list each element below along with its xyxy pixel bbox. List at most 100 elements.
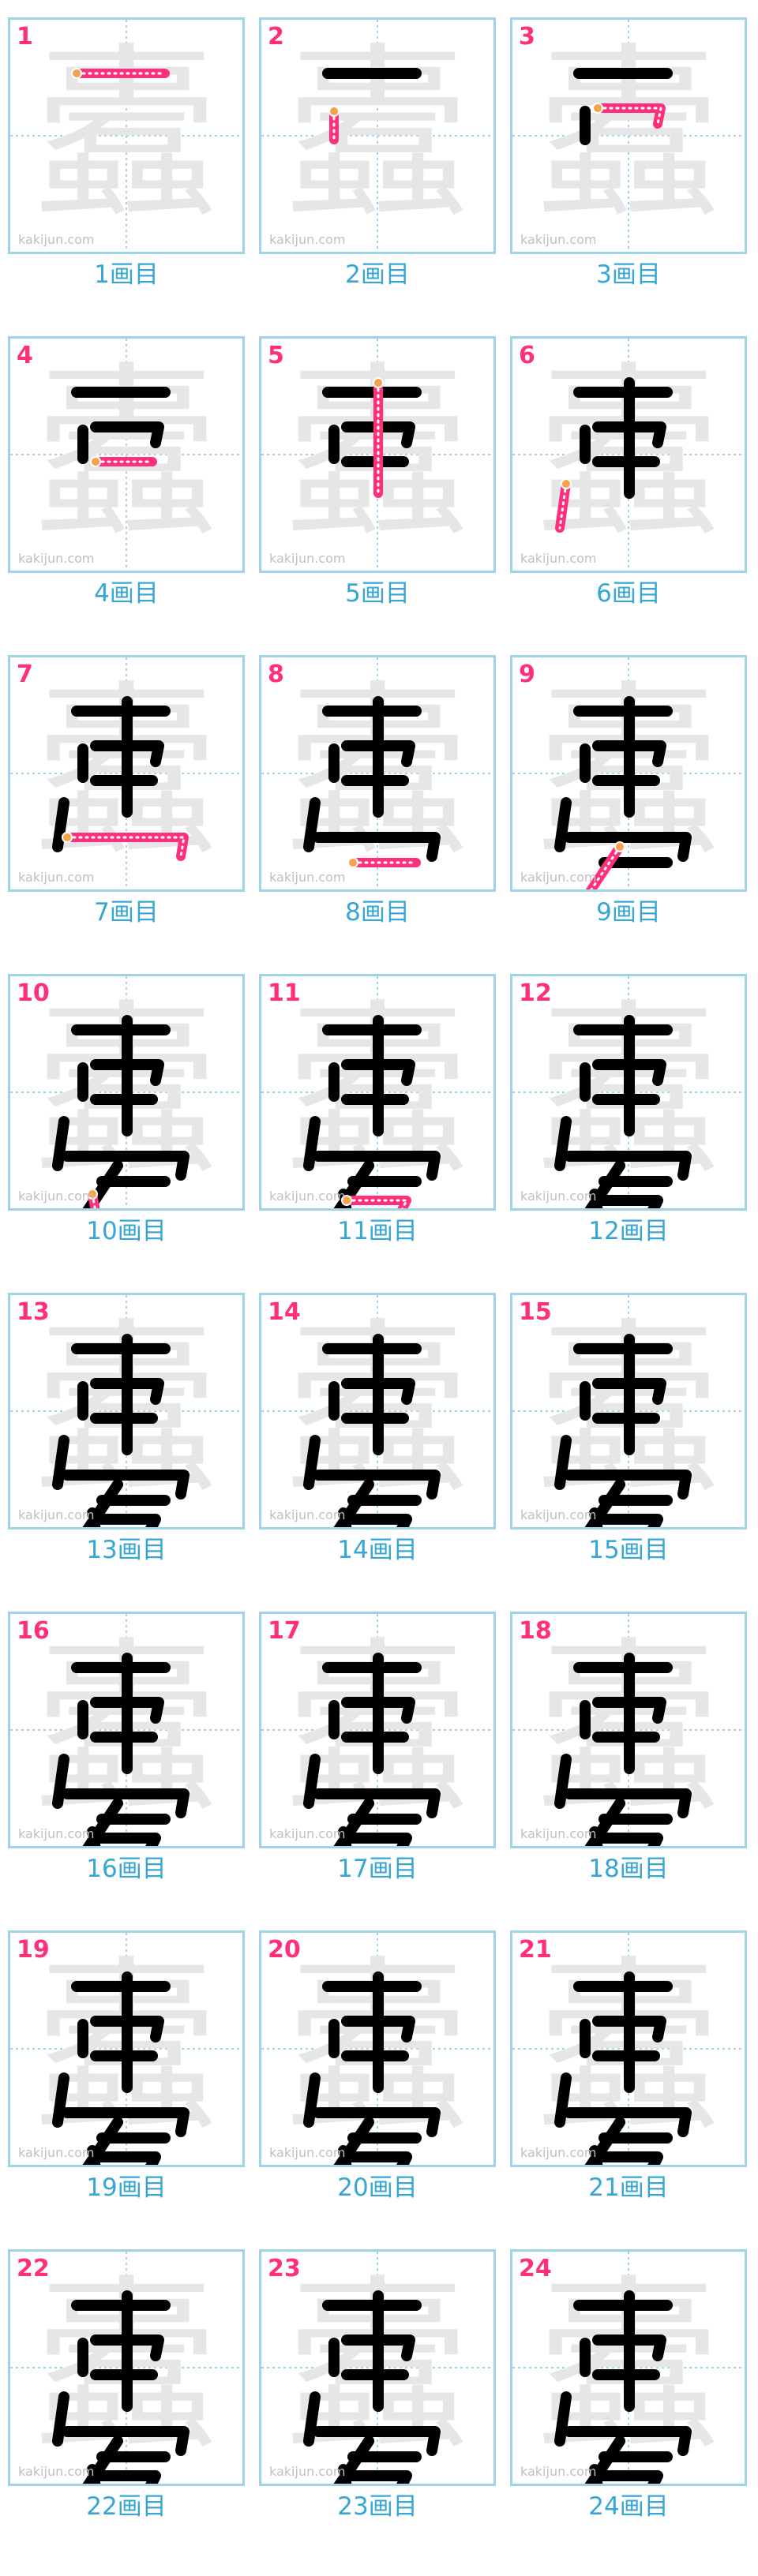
- stroke-overlay: [554, 1971, 692, 2165]
- current-stroke: [585, 842, 625, 889]
- completed-stroke: [62, 1151, 190, 1181]
- stroke-start-dot: [90, 456, 101, 467]
- current-stroke-dots: [91, 1193, 96, 1208]
- completed-stroke: [341, 421, 415, 448]
- watermark: kakijun.com: [18, 2464, 95, 2479]
- guide-lines: [10, 20, 242, 252]
- completed-stroke: [554, 1754, 572, 1809]
- step-caption: 20画目: [337, 2174, 418, 2202]
- step-number: 21: [519, 1936, 552, 1964]
- watermark: kakijun.com: [18, 1189, 95, 1204]
- step-number: 12: [519, 979, 552, 1007]
- completed-stroke: [303, 2391, 321, 2447]
- stroke-overlay: [555, 377, 673, 533]
- step-caption: 18画目: [588, 1855, 669, 1883]
- completed-stroke: [313, 1151, 441, 1181]
- stroke-overlay: [52, 1334, 190, 1527]
- step-caption: 3画目: [596, 260, 661, 289]
- watermark: kakijun.com: [520, 232, 597, 247]
- stroke-overlay: [71, 68, 170, 79]
- completed-stroke: [52, 1116, 69, 1171]
- completed-stroke: [564, 832, 692, 862]
- completed-stroke: [592, 1195, 663, 1208]
- completed-stroke: [313, 832, 441, 862]
- completed-stroke: [90, 2470, 161, 2484]
- step-number: 17: [268, 1617, 301, 1645]
- step-caption: 6画目: [596, 579, 661, 608]
- stroke-start-dot: [592, 103, 603, 114]
- completed-stroke: [303, 797, 321, 852]
- step-caption: 2画目: [345, 260, 410, 289]
- completed-stroke: [592, 421, 666, 448]
- step-number: 8: [268, 661, 284, 688]
- completed-stroke: [592, 1833, 663, 1846]
- watermark: kakijun.com: [520, 1507, 597, 1522]
- stroke-start-dot: [328, 106, 340, 117]
- completed-stroke: [592, 2470, 663, 2484]
- step-number: 6: [519, 342, 535, 369]
- step-number: 4: [17, 342, 33, 369]
- current-stroke-dots: [345, 1199, 409, 1208]
- watermark: kakijun.com: [520, 1826, 597, 1841]
- stroke-start-dot: [62, 832, 73, 843]
- stroke-overlay: [52, 1015, 190, 1208]
- stroke-overlay: [303, 696, 441, 868]
- current-stroke: [62, 833, 189, 861]
- current-stroke-dots: [558, 482, 568, 530]
- step-caption: 5画目: [345, 579, 410, 608]
- watermark: kakijun.com: [18, 232, 95, 247]
- step-caption: 21画目: [588, 2174, 669, 2202]
- completed-stroke: [303, 1754, 321, 1809]
- stroke-overlay: [554, 1334, 692, 1527]
- step-number: 24: [519, 2255, 552, 2282]
- stroke-overlay: [52, 696, 189, 861]
- step-caption: 13画目: [86, 1536, 167, 1564]
- step-number: 15: [519, 1298, 552, 1326]
- completed-stroke: [554, 1435, 572, 1490]
- completed-stroke: [90, 1697, 164, 1724]
- completed-stroke: [313, 1788, 441, 1818]
- completed-stroke: [592, 2334, 666, 2361]
- step-number: 10: [17, 979, 50, 1007]
- watermark: kakijun.com: [18, 1826, 95, 1841]
- step-caption: 7画目: [94, 898, 159, 927]
- step-caption: 8画目: [345, 898, 410, 927]
- completed-stroke: [554, 1116, 572, 1171]
- completed-stroke: [592, 2151, 663, 2165]
- completed-stroke: [90, 2334, 164, 2361]
- completed-stroke: [564, 2426, 692, 2456]
- watermark: kakijun.com: [18, 551, 95, 566]
- completed-stroke: [313, 2107, 441, 2137]
- completed-stroke: [341, 1833, 412, 1846]
- guide-lines: [10, 339, 242, 571]
- step-number: 9: [519, 661, 535, 688]
- completed-stroke: [313, 2426, 441, 2456]
- guide-lines: [512, 20, 745, 252]
- completed-stroke: [592, 1514, 663, 1527]
- watermark: kakijun.com: [269, 2145, 346, 2160]
- completed-stroke: [52, 1754, 69, 1809]
- step-caption: 4画目: [94, 579, 159, 608]
- stroke-overlay: [554, 696, 692, 889]
